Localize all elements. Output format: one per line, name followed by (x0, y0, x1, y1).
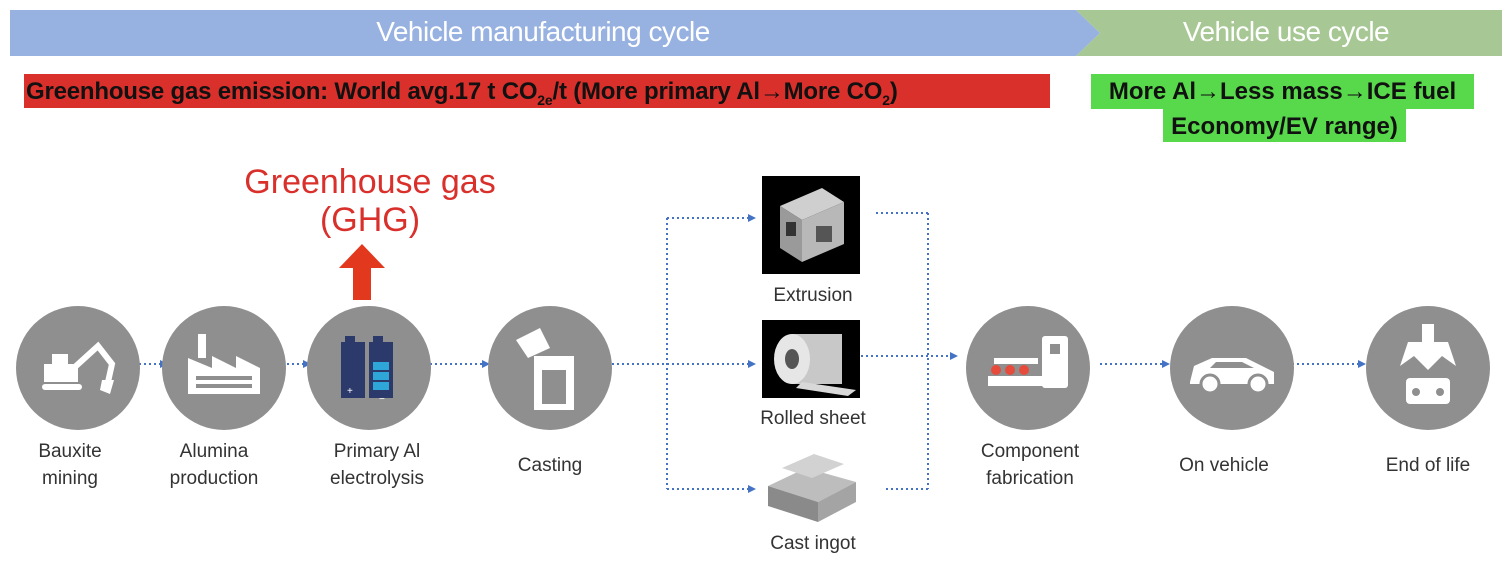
rolled-sheet-label: Rolled sheet (760, 408, 866, 429)
rolled-sheet-image (762, 320, 860, 398)
casting-label: Casting (517, 455, 583, 476)
emission-banner: Greenhouse gas emission: World avg.17 t … (24, 74, 1050, 108)
manufacturing-cycle-title: Vehicle manufacturing cycle (376, 16, 710, 47)
use-cycle-title: Vehicle use cycle (1182, 16, 1390, 47)
primary-al-electrolysis-node: + − (307, 306, 431, 430)
extrusion-image (762, 176, 860, 274)
svg-text:−: − (379, 394, 385, 405)
phase-header (10, 10, 1502, 56)
end-of-life-node (1366, 306, 1490, 430)
ghg-up-arrow (339, 244, 385, 300)
ghg-label: Greenhouse gas (GHG) (230, 163, 510, 239)
factory-icon (188, 334, 260, 394)
alumina-label-line-1: Alumina (179, 441, 249, 462)
conveyor-icon (988, 336, 1068, 388)
ingot-stack-icon (768, 454, 856, 522)
ladle-icon (516, 328, 574, 410)
bauxite-label-line-2: mining (42, 468, 98, 489)
alumina-label-line-2: production (169, 468, 259, 489)
electrolysis-label-line-1: Primary Al (333, 441, 421, 462)
on-vehicle-label: On vehicle (1179, 455, 1269, 476)
bauxite-mining-label: Bauxite mining (0, 438, 140, 492)
end-of-life-label: End of life (1385, 455, 1471, 476)
cast-ingot-image (762, 446, 860, 526)
benefit-line-2: Economy/EV range) (1163, 109, 1406, 142)
cast-ingot-label: Cast ingot (770, 533, 856, 554)
electrolysis-label-line-2: electrolysis (330, 468, 424, 489)
on-vehicle-node (1170, 306, 1294, 430)
excavator-icon (42, 341, 116, 394)
benefit-line-1: More Al→Less mass→ICE fuel (1091, 74, 1474, 109)
scrap-claw-icon (1400, 324, 1456, 404)
bauxite-mining-node (16, 306, 140, 430)
component-fabrication-label: Component fabrication (950, 438, 1110, 492)
component-fabrication-node (966, 306, 1090, 430)
ghg-line-2: (GHG) (319, 201, 421, 239)
coil-icon (774, 334, 856, 396)
bauxite-label-line-1: Bauxite (38, 441, 102, 462)
use-cycle-bar (1076, 10, 1502, 56)
emission-text: Greenhouse gas emission: World avg.17 t … (26, 78, 898, 108)
alumina-production-node (162, 306, 286, 430)
manufacturing-cycle-bar (10, 10, 1100, 56)
extrusion-profile-icon (780, 188, 844, 262)
ghg-line-1: Greenhouse gas (244, 163, 496, 201)
battery-icon: + − (341, 336, 393, 405)
extrusion-label: Extrusion (773, 285, 853, 306)
primary-al-electrolysis-label: Primary Al electrolysis (302, 438, 452, 492)
car-icon (1190, 358, 1274, 395)
component-label-line-1: Component (980, 441, 1080, 462)
component-label-line-2: fabrication (986, 468, 1074, 489)
casting-node (488, 306, 612, 430)
alumina-production-label: Alumina production (144, 438, 284, 492)
svg-text:+: + (347, 386, 353, 397)
